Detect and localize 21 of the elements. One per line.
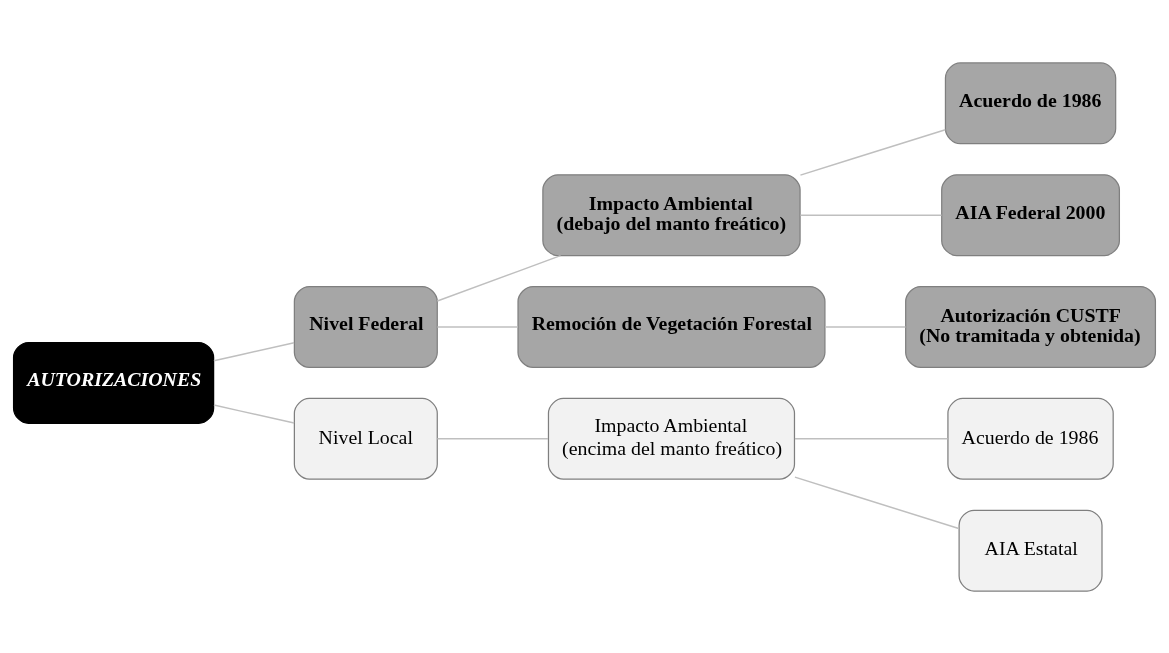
node-box: AUTORIZACIONES: [12, 341, 215, 424]
connector: [794, 437, 949, 440]
connector: [436, 325, 519, 328]
connector: [213, 403, 295, 424]
connector: [436, 254, 562, 302]
node-box: Acuerdo de 1986: [944, 61, 1117, 144]
node-box: Impacto Ambiental (debajo del manto freático): [542, 173, 801, 256]
connector: [824, 325, 907, 328]
node-box: AIA Estatal: [958, 509, 1103, 592]
node-box: Impacto Ambiental (encima del manto freático): [547, 397, 796, 480]
connector: [799, 128, 947, 176]
node-box: Autorización CUSTF (No tramitada y obtenida): [905, 285, 1157, 368]
node-box: Nivel Federal: [293, 285, 438, 368]
node-box: Nivel Local: [293, 397, 438, 480]
node-box: Remoción de Vegetación Forestal: [517, 285, 826, 368]
connector: [436, 437, 549, 440]
node-box: Acuerdo de 1986: [947, 397, 1114, 480]
connector: [799, 213, 943, 216]
connector: [794, 475, 960, 529]
connector: [213, 341, 295, 361]
node-box: AIA Federal 2000: [941, 173, 1120, 256]
